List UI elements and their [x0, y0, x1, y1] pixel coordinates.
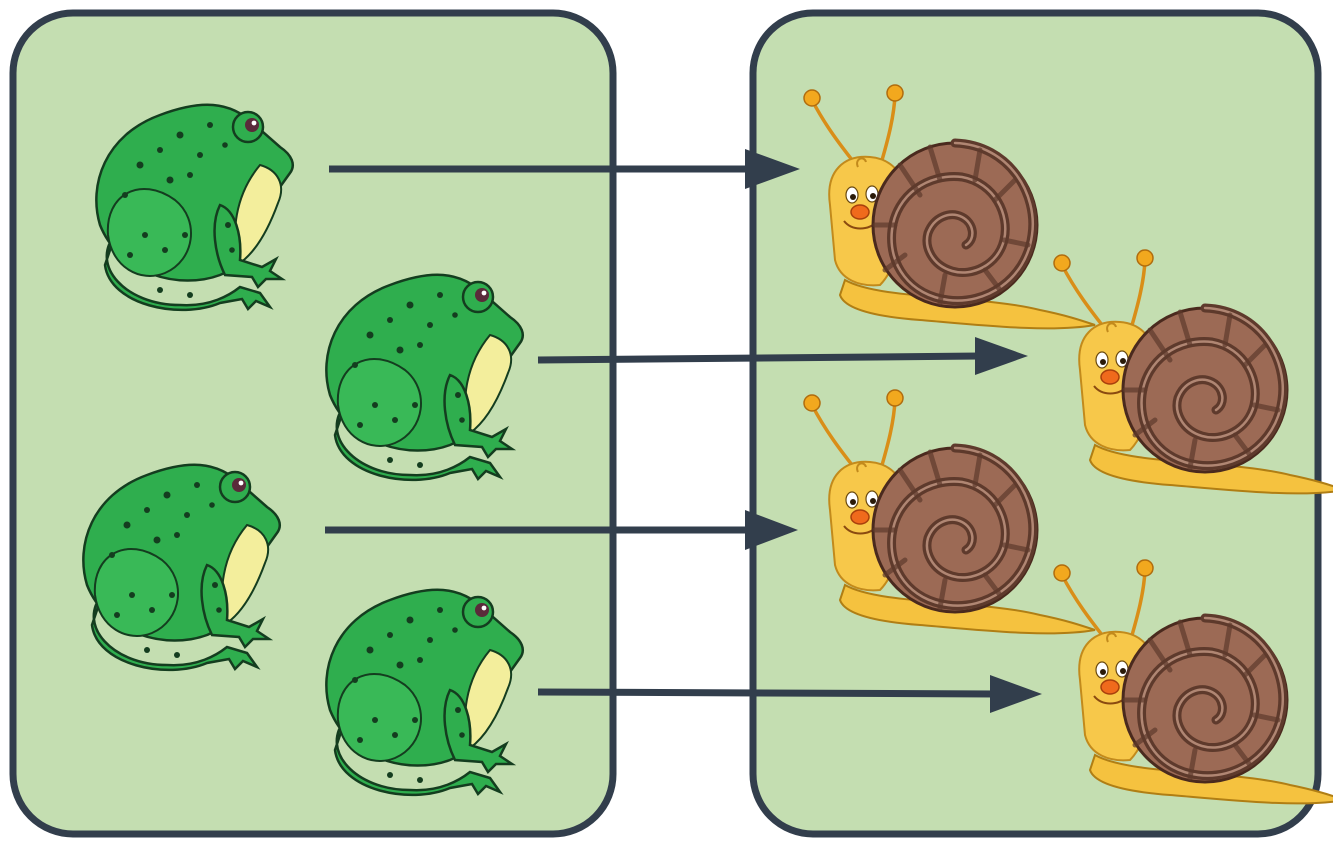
- arrow-frog-1-to-snail-1: [329, 149, 800, 189]
- arrow-frog-2-to-snail-2: [537, 337, 1028, 375]
- frogs-panel: [9, 9, 617, 838]
- arrow-frog-4-to-snail-4: [537, 675, 1042, 713]
- arrow-frog-3-to-snail-3: [325, 510, 798, 550]
